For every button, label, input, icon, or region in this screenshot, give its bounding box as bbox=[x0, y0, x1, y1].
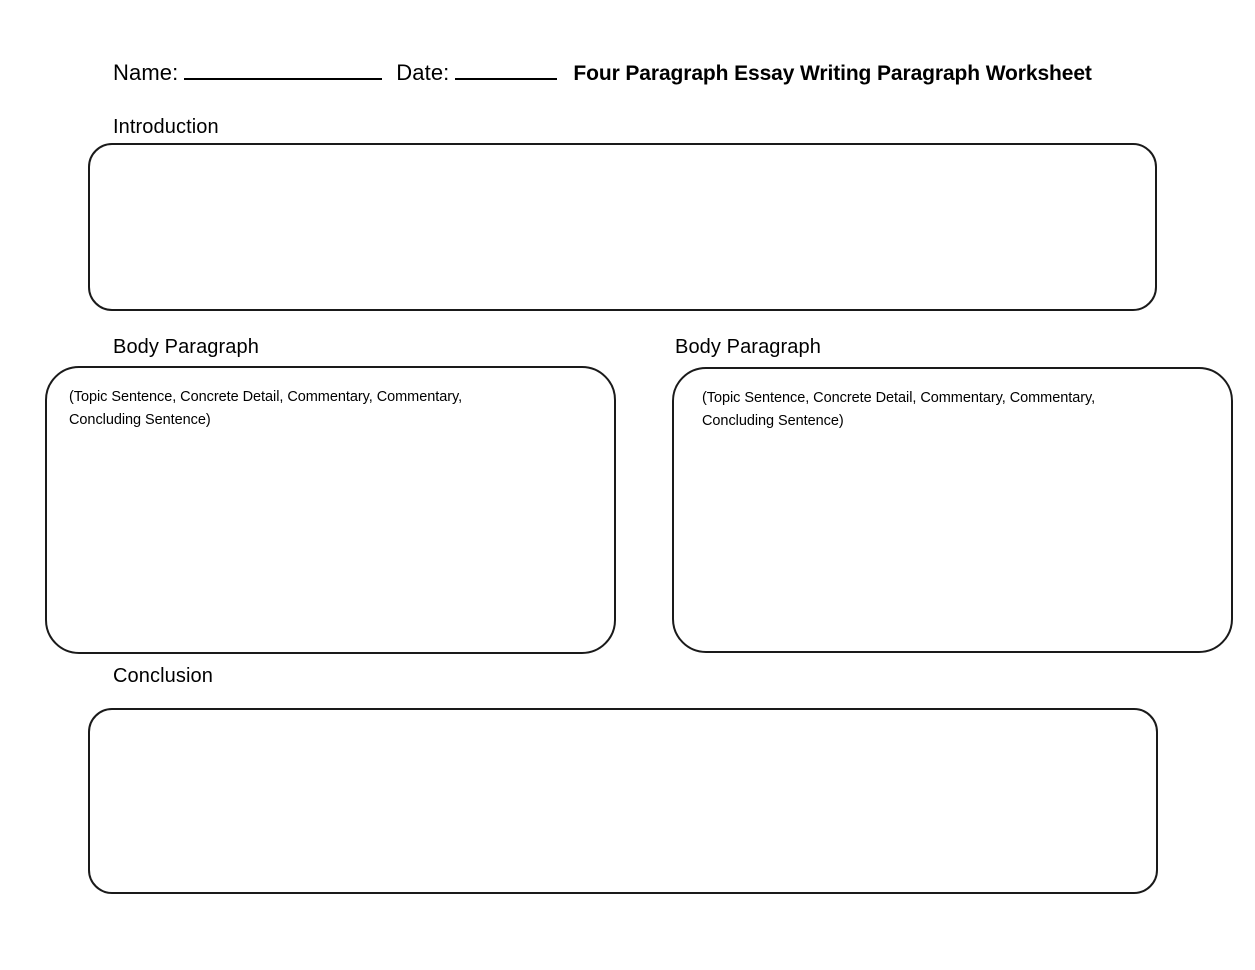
body-paragraph-right-hint: (Topic Sentence, Concrete Detail, Commen… bbox=[702, 390, 1096, 430]
worksheet-header: Name: Date: Four Paragraph Essay Writing… bbox=[113, 58, 1092, 86]
conclusion-textbox[interactable] bbox=[88, 708, 1158, 894]
date-label: Date: bbox=[396, 60, 450, 85]
section-label-conclusion: Conclusion bbox=[113, 665, 213, 687]
section-label-body-paragraph-left: Body Paragraph bbox=[113, 336, 259, 358]
date-input-line[interactable] bbox=[455, 58, 558, 80]
body-paragraph-right-textbox[interactable]: (Topic Sentence, Concrete Detail, Commen… bbox=[672, 367, 1233, 653]
introduction-textbox[interactable] bbox=[88, 143, 1157, 311]
body-paragraph-left-textbox[interactable]: (Topic Sentence, Concrete Detail, Commen… bbox=[45, 366, 616, 654]
name-label: Name: bbox=[113, 60, 179, 85]
name-input-line[interactable] bbox=[184, 58, 383, 80]
section-label-body-paragraph-right: Body Paragraph bbox=[675, 336, 821, 358]
page-title: Four Paragraph Essay Writing Paragraph W… bbox=[573, 62, 1092, 85]
section-label-introduction: Introduction bbox=[113, 116, 219, 138]
body-paragraph-left-hint: (Topic Sentence, Concrete Detail, Commen… bbox=[69, 389, 463, 429]
